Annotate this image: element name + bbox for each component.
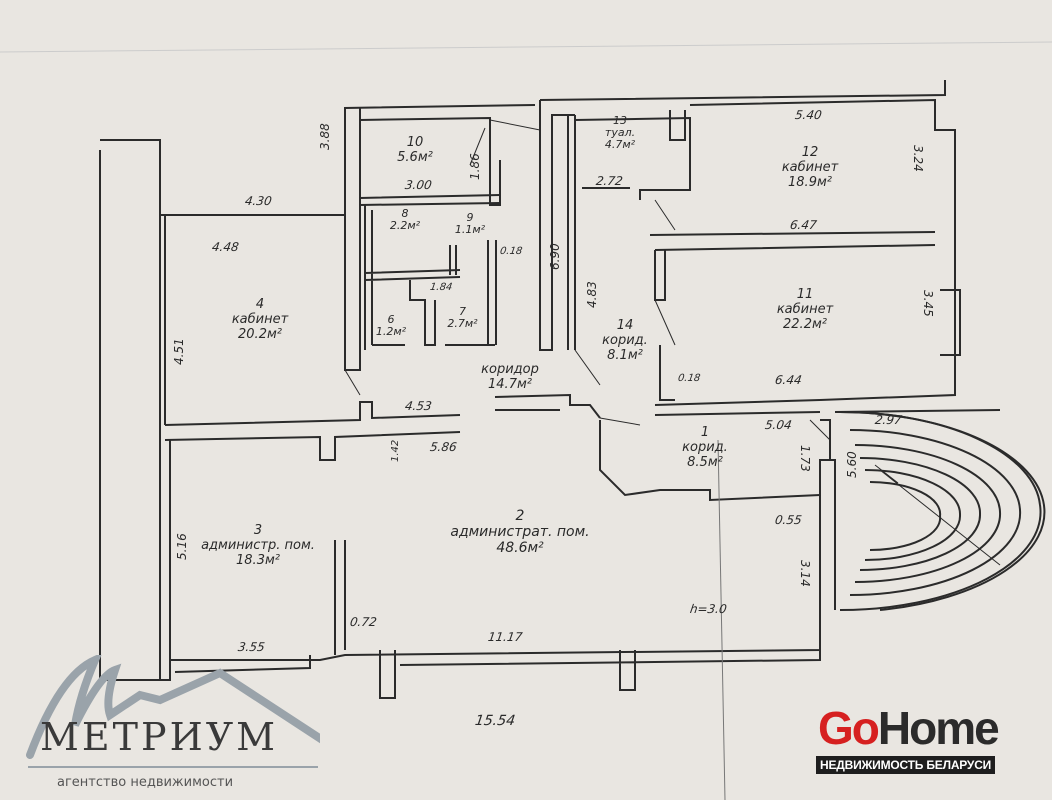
wall (344, 108, 361, 371)
dim-label: 1.73 (798, 445, 812, 472)
dim-label: 3.24 (911, 145, 925, 172)
dim-label: 1.84 (429, 282, 454, 293)
dim-label: 1.86 (468, 153, 482, 180)
dim-label: 3.45 (921, 290, 935, 317)
dim-label: 2.72 (595, 174, 624, 188)
wall (669, 110, 686, 141)
wall (599, 399, 821, 502)
dim-label: 2.97 (874, 413, 903, 427)
dim-label: 4.30 (244, 194, 273, 208)
gohome-go: Go (818, 702, 880, 754)
dim-label: 5.86 (429, 440, 458, 454)
wall (489, 160, 501, 206)
wall (574, 116, 691, 200)
dim-label: 3.88 (318, 123, 332, 150)
dim-label: 1.42 (390, 439, 401, 462)
gohome-home: Home (877, 702, 1000, 754)
metrium-divider (28, 766, 318, 768)
stairs (834, 409, 1046, 612)
wall (449, 240, 497, 345)
dim-label: 0.18 (677, 373, 702, 384)
dim-label: 4.48 (211, 240, 240, 254)
dim-label: 6.47 (789, 218, 818, 232)
dim-label: 4.51 (172, 338, 186, 365)
dim-label: 5.04 (764, 418, 793, 432)
dim-label: 4.83 (585, 281, 599, 308)
wall (159, 140, 171, 680)
dim-label: 0.72 (349, 615, 378, 629)
gohome-logo-subtitle: НЕДВИЖИМОСТЬ БЕЛАРУСИ (816, 756, 996, 774)
dim-label: 4.53 (404, 399, 433, 413)
wall (174, 650, 821, 699)
gohome-logo: GoHome (818, 702, 1000, 754)
dim-label: h=3.0 (689, 602, 728, 616)
wall (567, 115, 576, 350)
wall (334, 540, 346, 655)
wall (539, 80, 946, 351)
dim-label: 0.55 (774, 513, 803, 527)
dim-label: 11.17 (487, 630, 524, 644)
wall (164, 401, 461, 461)
wall (654, 250, 675, 401)
dim-label: 3.55 (237, 640, 266, 654)
dim-label: 5.40 (794, 108, 823, 122)
wall (99, 104, 836, 681)
wall (649, 98, 956, 401)
wall (494, 393, 601, 419)
dim-label: 5.16 (175, 533, 189, 560)
metrium-logo-subtitle: агентство недвижимости (57, 775, 234, 790)
door-swing (344, 119, 831, 441)
dim-label: 6.90 (548, 243, 562, 270)
wall (940, 289, 961, 356)
wall (820, 419, 831, 460)
fold-line (717, 439, 726, 800)
dim-label: 3.14 (798, 560, 812, 587)
dim-label: 3.00 (404, 178, 433, 192)
fold-line (0, 41, 1052, 53)
metrium-logo-name: МЕТРИУМ (40, 715, 279, 759)
wall (364, 205, 461, 350)
dim-label: 5.60 (845, 451, 859, 478)
metrium-logo-mark (26, 655, 320, 759)
dim-label: 6.44 (774, 373, 803, 387)
wall (372, 280, 495, 346)
dim-label: 0.18 (499, 246, 524, 257)
dim-label: 15.54 (473, 713, 517, 729)
